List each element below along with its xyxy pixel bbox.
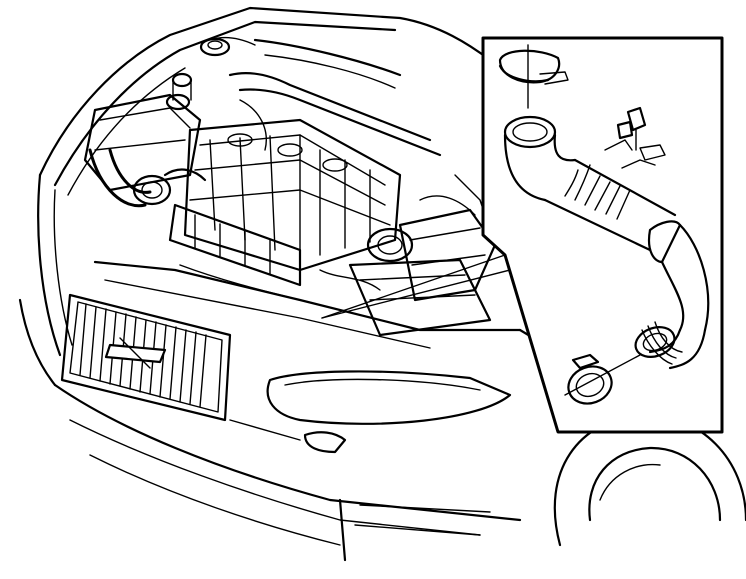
hose-clamp-icon — [498, 44, 569, 109]
engine-bay-icon — [83, 36, 497, 337]
sensor-connector-icon — [604, 106, 666, 169]
intake-hose-icon — [503, 115, 710, 370]
hose-clamp-icon — [564, 353, 641, 405]
inset-panel — [321, 36, 724, 434]
car-front-icon — [18, 6, 746, 562]
leader-line-icon — [321, 269, 511, 319]
